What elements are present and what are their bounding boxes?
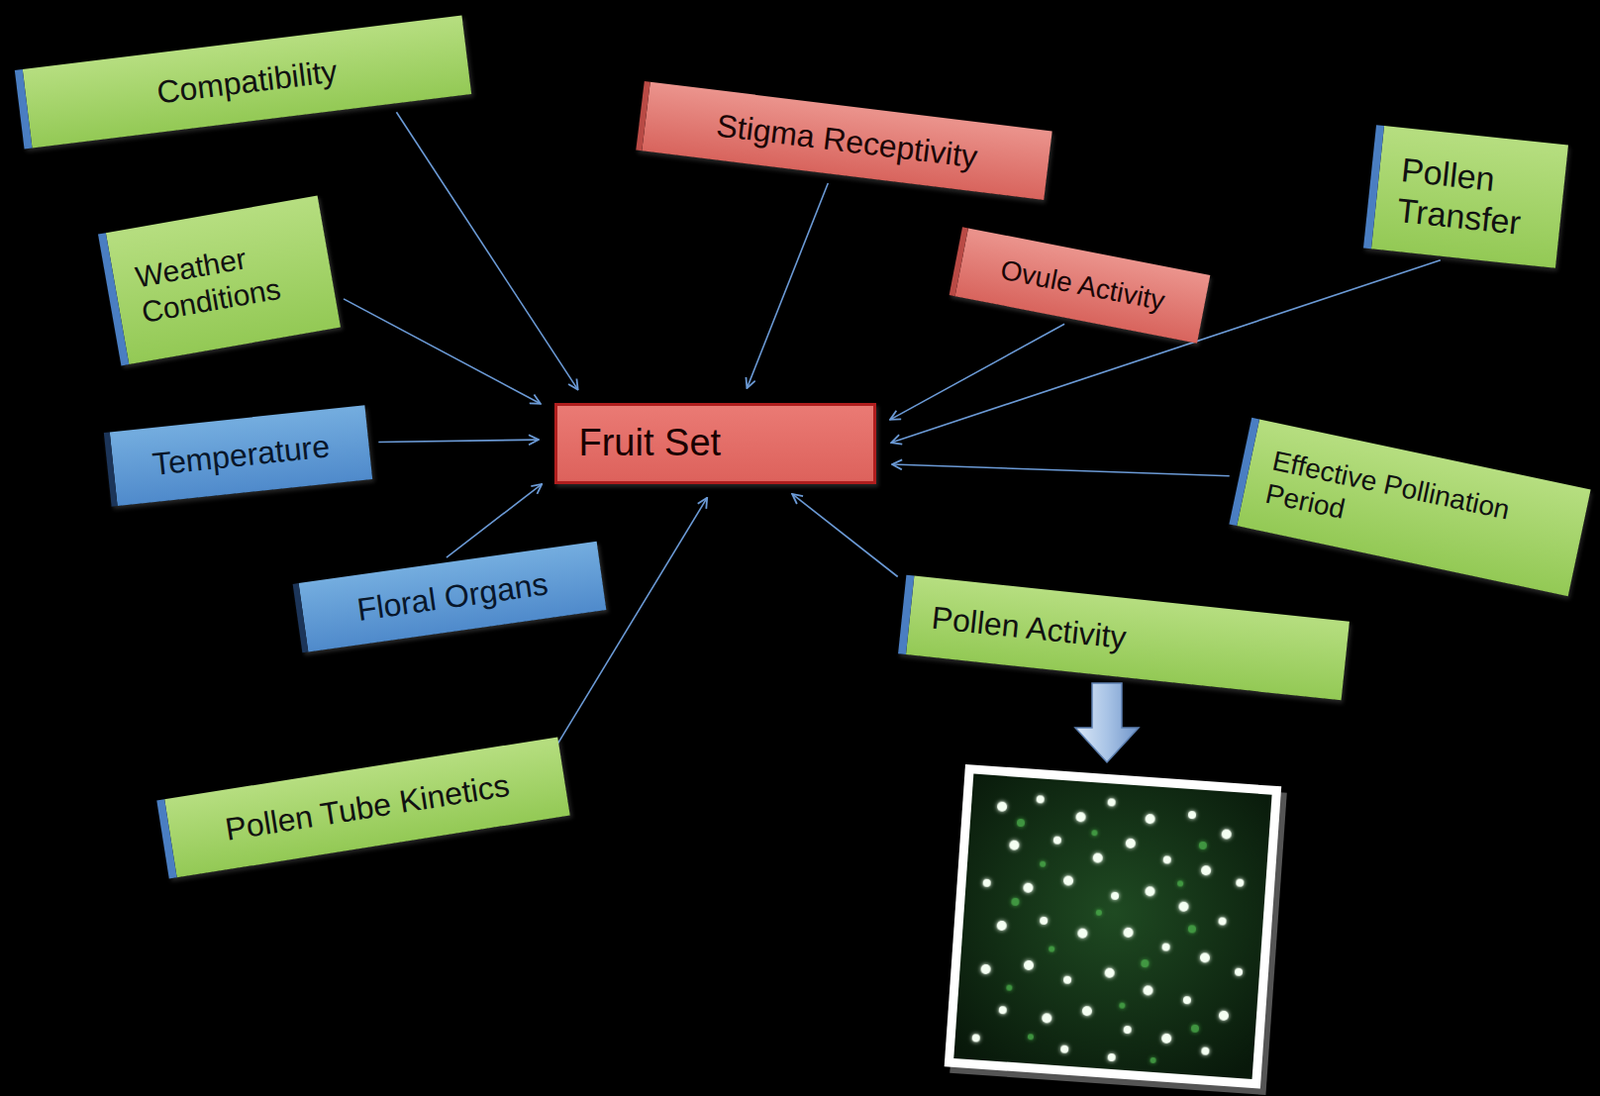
factor-box: Effective Pollination Period [1228,417,1591,597]
factor-box: Temperature [102,404,372,506]
connector-arrow [892,464,1230,477]
connector-arrow [396,111,578,390]
node-label: Pollen Transfer [1395,148,1545,244]
factor-box: Weather Conditions [97,195,340,366]
micrograph [943,764,1288,1096]
connector-arrow [343,299,541,404]
factor-box: Pollen Activity [898,575,1350,701]
node-label: Floral Organs [322,559,584,633]
connector-arrow [746,183,828,389]
node-label: Pollen Activity [929,599,1326,679]
factor-box: Pollen Tube Kinetics [156,736,570,879]
node-label: Effective Pollination Period [1262,444,1565,572]
connector-arrow [553,498,707,751]
block-arrow [1075,683,1139,763]
factor-box: Floral Organs [293,541,607,653]
factor-box: Stigma Receptivity [635,81,1052,200]
node-label: Temperature [132,424,349,486]
node-label: Compatibility [46,38,448,125]
node-label: Pollen Tube Kinetics [189,760,546,854]
connector-arrow [890,323,1065,420]
factor-box: Pollen Transfer [1363,124,1569,269]
factor-box: Compatibility [13,15,471,150]
connector-arrow [792,494,899,578]
factor-box: Ovule Activity [948,226,1210,343]
node-label: Weather Conditions [132,229,314,330]
outcome-box: Fruit Set [554,402,877,485]
node-label: Fruit Set [579,420,852,467]
node-label: Ovule Activity [979,250,1186,322]
connector-arrow [378,439,539,442]
node-label: Stigma Receptivity [664,100,1028,183]
connector-arrow [446,484,542,558]
